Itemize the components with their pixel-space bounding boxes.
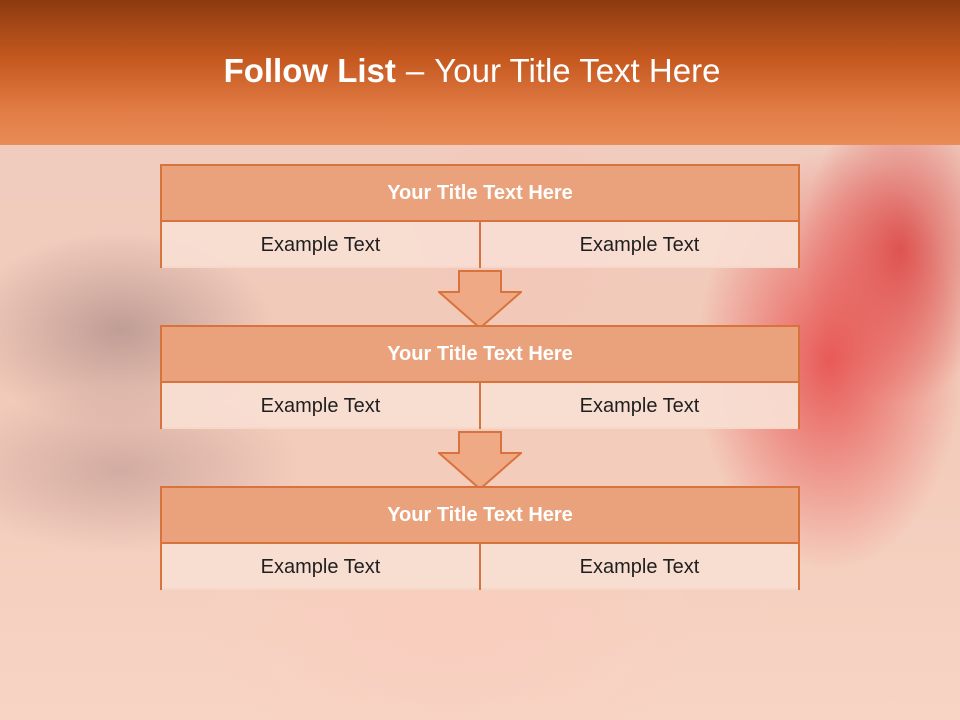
step-box-2: Your Title Text Here Example Text Exampl… — [160, 325, 800, 429]
step-row-2: Example Text Example Text — [162, 383, 798, 429]
down-arrow-1 — [438, 270, 522, 330]
slide-title-main: Follow List — [223, 52, 396, 89]
slide-title: Follow List–Your Title Text Here — [0, 52, 944, 90]
step-3-right-text: Example Text — [479, 544, 798, 590]
step-box-1: Your Title Text Here Example Text Exampl… — [160, 164, 800, 268]
step-2-left-text: Example Text — [162, 383, 479, 429]
step-box-3: Your Title Text Here Example Text Exampl… — [160, 486, 800, 590]
slide-title-subtitle: Your Title Text Here — [434, 52, 721, 89]
step-2-right-text: Example Text — [479, 383, 798, 429]
header-band — [0, 0, 960, 145]
step-title-1: Your Title Text Here — [162, 166, 798, 222]
step-1-left-text: Example Text — [162, 222, 479, 268]
step-row-3: Example Text Example Text — [162, 544, 798, 590]
down-arrow-2 — [438, 431, 522, 491]
step-title-3: Your Title Text Here — [162, 488, 798, 544]
step-title-2: Your Title Text Here — [162, 327, 798, 383]
step-row-1: Example Text Example Text — [162, 222, 798, 268]
slide-title-separator: – — [405, 52, 425, 89]
step-1-right-text: Example Text — [479, 222, 798, 268]
step-3-left-text: Example Text — [162, 544, 479, 590]
